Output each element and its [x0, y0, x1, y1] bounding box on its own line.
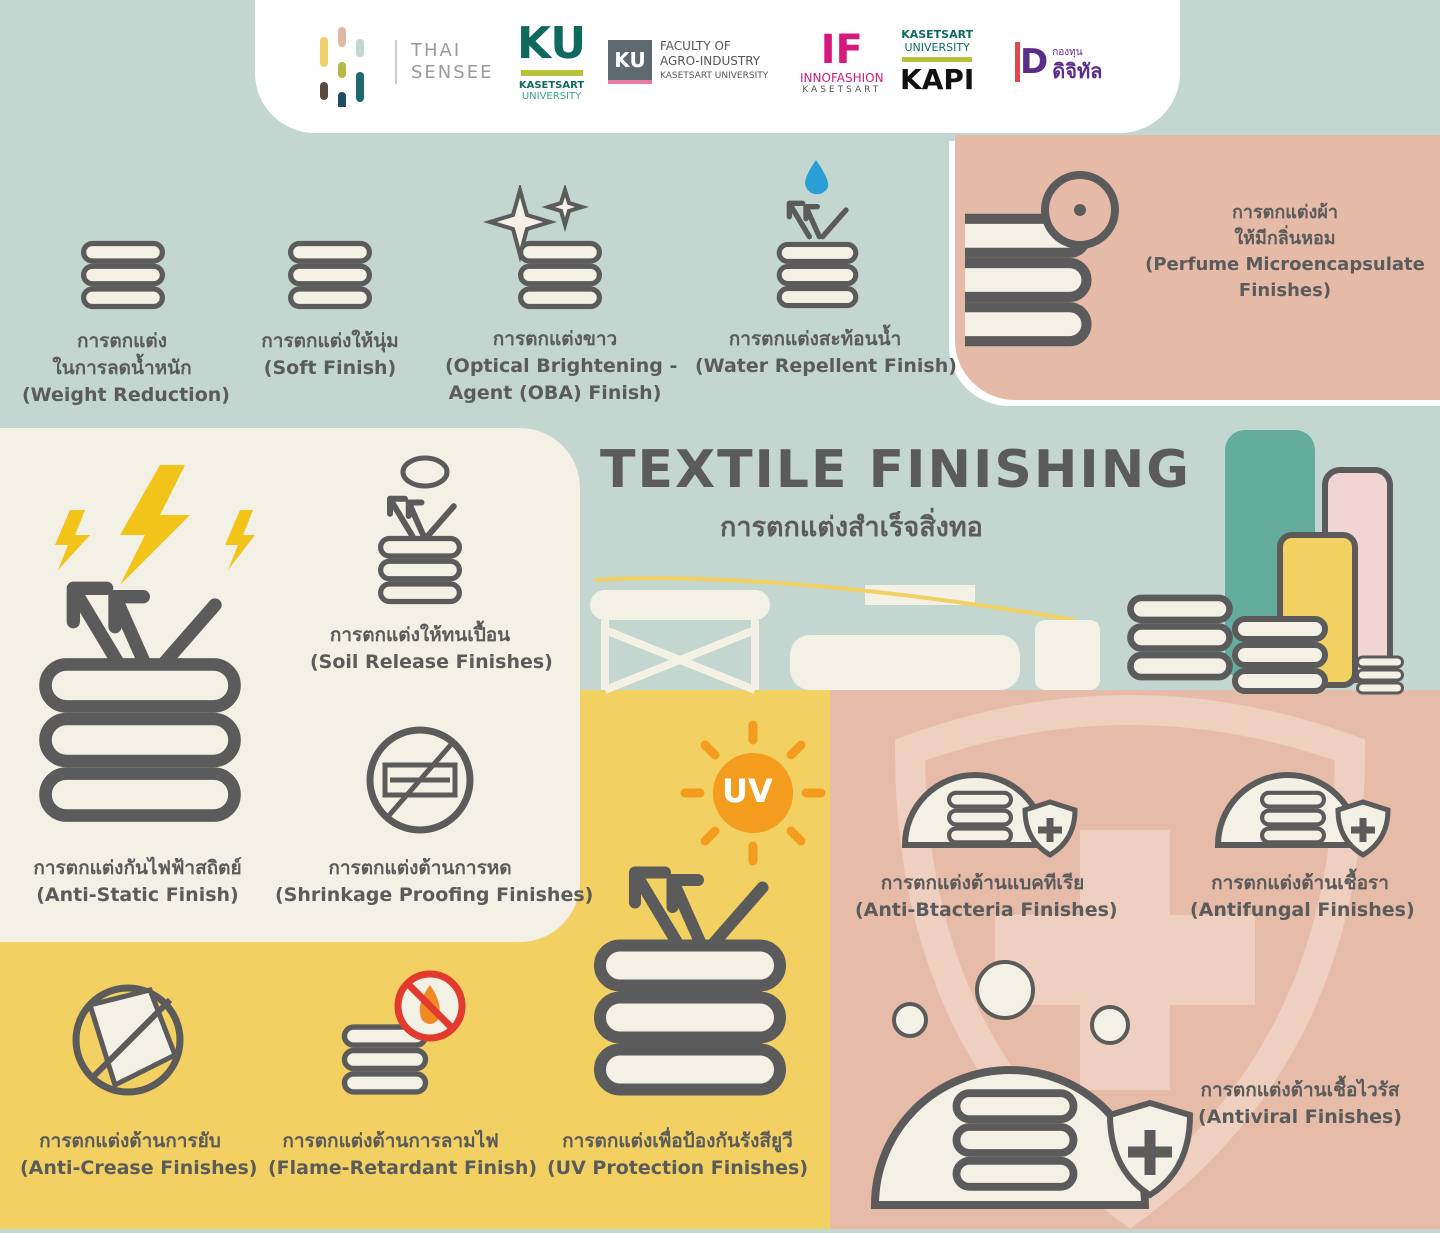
label-line: (UV Protection Finishes)	[546, 1157, 809, 1179]
kapi-logo: KASETSART UNIVERSITY KAPI	[900, 0, 974, 133]
water-drop-arrows-icon	[776, 160, 866, 240]
label-line: การตกแต่งขาว	[492, 328, 618, 350]
logo-bar: THAI SENSEE KU KASETSART UNIVERSITY KU F…	[255, 0, 1180, 133]
page-title: TEXTILE FINISHING	[600, 440, 1191, 500]
label-line: (Flame-Retardant Finish)	[268, 1157, 538, 1179]
antiviral-icon	[870, 960, 1194, 1209]
innofashion-line1: INNOFASHION	[800, 70, 884, 85]
agro-line1: FACULTY OF	[660, 39, 731, 53]
page-subtitle: การตกแต่งสำเร็จสิ่งทอ	[720, 512, 983, 543]
label-line: (Antifungal Finishes)	[1190, 899, 1415, 921]
flame-retardant-label: การตกแต่งต้านการลามไฟ (Flame-Retardant Fi…	[268, 1128, 538, 1182]
label-line: (Anti-Static Finish)	[36, 884, 239, 906]
lightning-icon	[55, 465, 255, 585]
soft-finish-icon	[280, 240, 380, 310]
antifungal-label: การตกแต่งต้านเชื้อรา (Antifungal Finishes…	[1190, 870, 1415, 924]
thai-sensee-logo: THAI SENSEE	[305, 0, 493, 133]
uv-badge: UV	[722, 772, 773, 810]
anti-crease-icon	[72, 984, 184, 1096]
label-line: การตกแต่งต้านแบคทีเรีย	[880, 872, 1085, 894]
antiviral-label: การตกแต่งต้านเชื้อไวรัส (Antiviral Finish…	[1180, 1077, 1420, 1131]
ku-mark: KU	[517, 17, 587, 69]
ku-logo: KU KASETSART UNIVERSITY	[517, 0, 586, 133]
ku-line2: UNIVERSITY	[521, 90, 582, 102]
kapi-line2: UNIVERSITY	[904, 41, 970, 54]
uv-protection-label: การตกแต่งเพื่อป้องกันรังสียูวี (UV Protec…	[540, 1128, 815, 1182]
label-line: (Water Repellent Finish)	[695, 355, 957, 377]
shrinkage-proofing-label: การตกแต่งต้านการหด (Shrinkage Proofing Fi…	[275, 855, 594, 909]
soil-release-icon	[375, 455, 470, 605]
water-repellent-icon	[775, 240, 860, 310]
label-line: การตกแต่งสะท้อนน้ำ	[728, 328, 902, 350]
perfume-label: การตกแต่งผ้าให้มีกลิ่นหอม (Perfume Microe…	[1140, 200, 1430, 304]
label-line: (Weight Reduction)	[22, 384, 230, 406]
weight-reduction-label: การตกแต่งในการลดน้ำหนัก (Weight Reduction…	[22, 328, 230, 409]
label-line: ให้มีกลิ่นหอม	[1234, 228, 1336, 249]
label-line: (Soil Release Finishes)	[310, 651, 553, 673]
innofashion-line2: KASETSART	[802, 84, 882, 95]
agro-mark: KU	[608, 39, 652, 84]
sparkle-icon	[483, 185, 589, 263]
agro-industry-logo: KU FACULTY OF AGRO-INDUSTRY KASETSART UN…	[608, 0, 768, 133]
flame-retardant-icon	[340, 970, 466, 1100]
label-line: การตกแต่งต้านการยับ	[39, 1130, 221, 1152]
water-repellent-label: การตกแต่งสะท้อนน้ำ (Water Repellent Finis…	[695, 326, 957, 380]
label-line: การตกแต่งผ้า	[1232, 202, 1338, 223]
anti-bacteria-icon	[901, 772, 1078, 858]
agro-line2: AGRO-INDUSTRY	[660, 54, 761, 68]
label-line: (Anti-Crease Finishes)	[20, 1157, 258, 1179]
label-line: (Anti-Btacteria Finishes)	[855, 899, 1118, 921]
label-line: การตกแต่งกันไฟฟ้าสถิตย์	[33, 857, 242, 879]
label-line: การตกแต่งต้านการลามไฟ	[282, 1130, 499, 1152]
soil-release-label: การตกแต่งให้ทนเปื้อน (Soil Release Finish…	[310, 622, 553, 676]
digital-fund-line1: กองทุน	[1052, 46, 1083, 58]
weight-reduction-icon	[78, 240, 168, 310]
anti-crease-label: การตกแต่งต้านการยับ (Anti-Crease Finishes…	[20, 1128, 258, 1182]
thai-text: THAI	[411, 39, 462, 61]
innofashion-mark: IF	[820, 26, 863, 73]
protection-panel	[830, 690, 1440, 1229]
sun-icon	[680, 720, 826, 866]
label-line: การตกแต่งให้ทนเปื้อน	[329, 624, 511, 646]
label-line: (Soft Finish)	[263, 357, 397, 379]
label-line: ในการลดน้ำหนัก	[52, 357, 192, 379]
label-line: Agent (OBA) Finish)	[448, 382, 662, 404]
digital-fund-logo: D กองทุน ดิจิทัล	[1015, 0, 1102, 133]
anti-bacteria-label: การตกแต่งต้านแบคทีเรีย (Anti-Btacteria Fi…	[855, 870, 1118, 924]
shrinkage-proofing-icon	[366, 726, 474, 834]
label-line: การตกแต่งต้านการหด	[328, 857, 512, 879]
antifungal-icon	[1214, 772, 1391, 858]
label-line: การตกแต่ง	[76, 330, 168, 352]
label-line: การตกแต่งให้นุ่ม	[261, 330, 399, 352]
label-line: การตกแต่งเพื่อป้องกันรังสียูวี	[562, 1130, 793, 1152]
innofashion-logo: IF INNOFASHION KASETSART	[800, 0, 884, 133]
anti-static-stack-icon	[35, 655, 245, 825]
kapi-line3: KAPI	[900, 63, 975, 96]
agro-line3: KASETSART UNIVERSITY	[660, 71, 769, 81]
soft-finish-label: การตกแต่งให้นุ่ม (Soft Finish)	[250, 328, 410, 382]
sensee-text: SENSEE	[411, 61, 494, 83]
oba-finish-label: การตกแต่งขาว (Optical Brightening - Agent …	[445, 326, 678, 407]
ku-line1: KASETSART	[518, 79, 585, 91]
label-line: (Shrinkage Proofing Finishes)	[275, 884, 594, 906]
label-line: (Antiviral Finishes)	[1198, 1106, 1402, 1128]
thai-sensee-mark-icon	[320, 26, 364, 107]
perfume-flower-stack-icon	[965, 171, 1119, 360]
shield-background-icon	[894, 695, 1366, 1229]
label-line: (Perfume Microencapsulate	[1145, 254, 1425, 275]
label-line: การตกแต่งต้านเชื้อรา	[1211, 872, 1389, 894]
textile-machinery-illustration	[590, 430, 1440, 700]
label-line: Finishes)	[1238, 280, 1332, 301]
anti-static-label: การตกแต่งกันไฟฟ้าสถิตย์ (Anti-Static Fini…	[15, 855, 260, 909]
uv-stack-icon	[590, 935, 790, 1100]
kapi-line1: KASETSART	[901, 28, 974, 41]
label-line: การตกแต่งต้านเชื้อไวรัส	[1200, 1079, 1400, 1101]
digital-fund-mark: D	[1015, 41, 1048, 82]
label-line: (Optical Brightening -	[445, 355, 678, 377]
digital-fund-line2: ดิจิทัล	[1052, 58, 1103, 83]
